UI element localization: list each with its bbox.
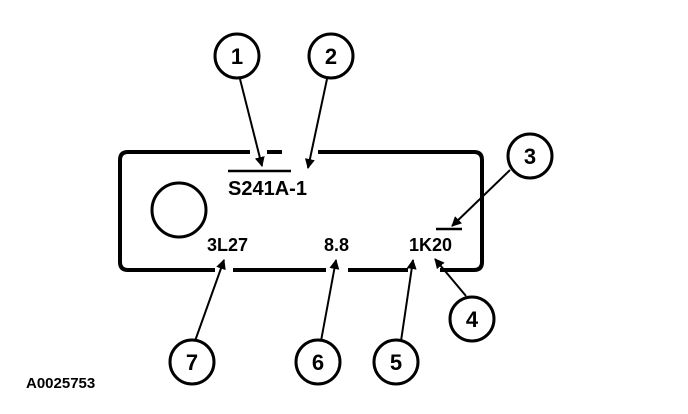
mounting-hole <box>150 181 208 239</box>
callout-1-number: 1 <box>231 44 243 69</box>
callout-4-number: 4 <box>466 307 479 332</box>
figure-id: A0025753 <box>26 375 95 392</box>
callout-4: 4 <box>448 295 496 343</box>
left-code-marking: 3L27 <box>207 235 248 255</box>
strength-class-marking: 8.8 <box>324 235 349 255</box>
leader-line-3 <box>451 169 511 227</box>
callout-6: 6 <box>294 338 342 386</box>
callout-1: 1 <box>213 32 261 80</box>
leader-line-1 <box>239 78 265 167</box>
callout-5: 5 <box>372 338 420 386</box>
marking-plate <box>118 150 484 272</box>
leader-line-5 <box>400 259 417 342</box>
callout-3: 3 <box>506 132 554 180</box>
callout-2: 2 <box>307 32 355 80</box>
callout-6-number: 6 <box>312 350 324 375</box>
callout-3-number: 3 <box>524 144 536 169</box>
callout-2-number: 2 <box>325 44 337 69</box>
callout-7: 7 <box>168 338 216 386</box>
callout-7-number: 7 <box>186 350 198 375</box>
leader-line-2 <box>304 78 328 169</box>
leader-line-7 <box>194 259 226 342</box>
right-code-marking: 1K20 <box>409 235 452 255</box>
leader-line-6 <box>320 259 340 342</box>
part-number-marking: S241A-1 <box>228 178 307 200</box>
callout-5-number: 5 <box>390 350 402 375</box>
leader-line-4 <box>434 258 467 297</box>
